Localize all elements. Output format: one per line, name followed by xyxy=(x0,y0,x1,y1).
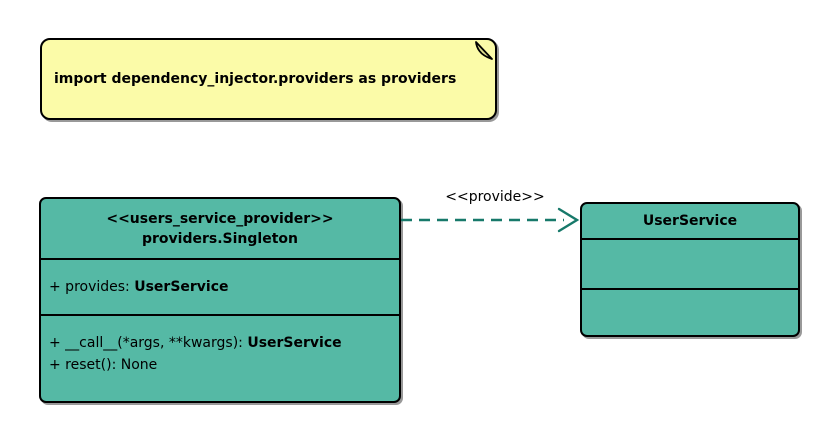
method-reset: + reset(): None xyxy=(49,354,391,376)
method-reset-prefix: + reset(): None xyxy=(49,357,158,373)
service-methods-compartment xyxy=(582,288,798,335)
note-text: import dependency_injector.providers as … xyxy=(54,71,457,87)
attribute-provides-type: UserService xyxy=(134,279,229,295)
provide-arrow xyxy=(401,207,580,233)
method-call: + __call__(*args, **kwargs): UserService xyxy=(49,332,391,354)
service-class-header: UserService xyxy=(582,204,798,238)
method-call-return-type: UserService xyxy=(247,335,342,351)
service-attributes-compartment xyxy=(582,238,798,288)
class-users-service-provider: <<users_service_provider>> providers.Sin… xyxy=(39,197,401,403)
provide-arrowhead xyxy=(557,207,580,233)
method-call-prefix: + __call__(*args, **kwargs): xyxy=(49,335,248,351)
class-header: <<users_service_provider>> providers.Sin… xyxy=(41,199,399,258)
provide-arrow-label: <<provide>> xyxy=(445,189,545,205)
class-name: providers.Singleton xyxy=(142,230,298,247)
class-attributes-compartment: + provides: UserService xyxy=(41,258,399,314)
attribute-provides: + provides: UserService xyxy=(49,279,229,295)
class-methods-compartment: + __call__(*args, **kwargs): UserService… xyxy=(41,314,399,401)
note-fold-icon xyxy=(475,41,493,60)
attribute-provides-prefix: + provides: xyxy=(49,279,135,295)
service-class-name: UserService xyxy=(642,213,738,229)
class-userservice: UserService xyxy=(580,202,800,337)
class-stereotype: <<users_service_provider>> xyxy=(106,210,334,227)
note-import-statement: import dependency_injector.providers as … xyxy=(40,38,497,120)
